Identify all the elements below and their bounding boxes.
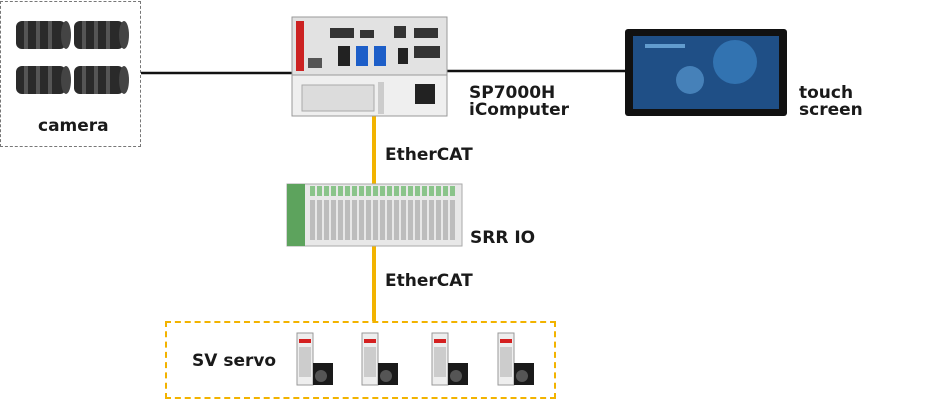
camera-group-box <box>0 1 141 147</box>
computer-name-label: iComputer <box>469 100 570 120</box>
servo-group-box <box>165 321 556 399</box>
srr-io-label: SRR IO <box>470 228 536 248</box>
camera-lens-icon <box>16 21 71 49</box>
servo-drive-motor-icon <box>431 332 468 386</box>
servo-drive-motor-icon <box>497 332 534 386</box>
servo-label: SV servo <box>192 351 277 371</box>
camera-lens-icon <box>74 21 129 49</box>
ethercat-label-upper: EtherCAT <box>385 145 473 165</box>
camera-label: camera <box>38 116 109 136</box>
touch-screen-label-line1: touch <box>799 83 854 103</box>
camera-lens-icon <box>74 66 129 94</box>
servo-drive-motor-icon <box>296 332 333 386</box>
touch-screen-label-line2: screen <box>799 100 863 120</box>
camera-lens-icon <box>16 66 71 94</box>
computer-model-label: SP7000H <box>469 83 556 103</box>
ethercat-label-lower: EtherCAT <box>385 271 473 291</box>
servo-drive-motor-icon <box>361 332 398 386</box>
